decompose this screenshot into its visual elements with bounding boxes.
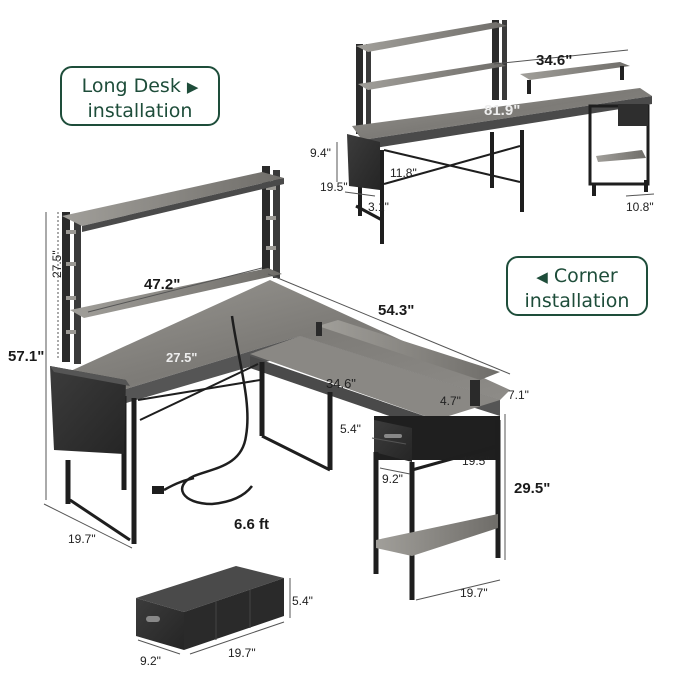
arrow-left-icon: ◀ xyxy=(536,268,548,286)
dim-total-height: 57.1" xyxy=(8,348,45,365)
dim-riser-height: 4.7" xyxy=(440,394,461,408)
fabric-drawer-illustration xyxy=(136,566,284,650)
dim-top-depth-small: 11.8" xyxy=(390,166,417,180)
dim-cabinet-width: 19.7" xyxy=(460,586,488,600)
dim-drawer-depth: 9.2" xyxy=(382,472,403,486)
dim-hutch-height: 27.5" xyxy=(50,250,64,278)
dim-top-bag-height: 9.4" xyxy=(310,146,331,160)
dim-top-total-width: 81.9" xyxy=(484,102,521,119)
dim-top-riser-width: 34.6" xyxy=(536,52,573,69)
dim-box-depth: 9.2" xyxy=(140,654,161,668)
dim-corner-width: 54.3" xyxy=(378,302,415,319)
dim-top-bag-width: 19.5" xyxy=(320,180,348,194)
corner-title: Corner xyxy=(553,265,618,287)
long-desk-title: Long Desk xyxy=(81,75,181,97)
dim-top-drawer-width: 10.8" xyxy=(626,200,654,214)
dim-corner-depth: 34.6" xyxy=(326,376,356,391)
dim-cable-length: 6.6 ft xyxy=(234,516,270,533)
dim-box-height: 5.4" xyxy=(292,594,313,608)
dim-drawer-gap: 5.4" xyxy=(340,422,361,436)
arrow-right-icon: ▶ xyxy=(186,78,199,96)
dim-riser-depth: 7.1" xyxy=(508,388,529,402)
corner-subtitle: installation xyxy=(524,290,630,312)
dim-desk-height: 29.5" xyxy=(514,480,551,497)
dim-drawer-width: 19.5" xyxy=(462,454,490,468)
dim-long-side-depth: 27.5" xyxy=(166,350,198,365)
dim-left-leg-depth: 19.7" xyxy=(68,532,96,546)
long-desk-title-row: Long Desk ▶ xyxy=(62,74,218,99)
corner-title-row: ◀ Corner xyxy=(508,264,646,289)
dim-box-width: 19.7" xyxy=(228,646,256,660)
corner-label: ◀ Corner installation xyxy=(506,256,648,316)
dim-top-leg-offset: 3.1" xyxy=(368,200,389,214)
dim-long-side-width: 47.2" xyxy=(144,276,181,293)
long-desk-illustration xyxy=(347,20,652,244)
corner-desk-illustration xyxy=(50,166,510,600)
long-desk-subtitle: installation xyxy=(87,100,193,122)
long-desk-label: Long Desk ▶ installation xyxy=(60,66,220,126)
